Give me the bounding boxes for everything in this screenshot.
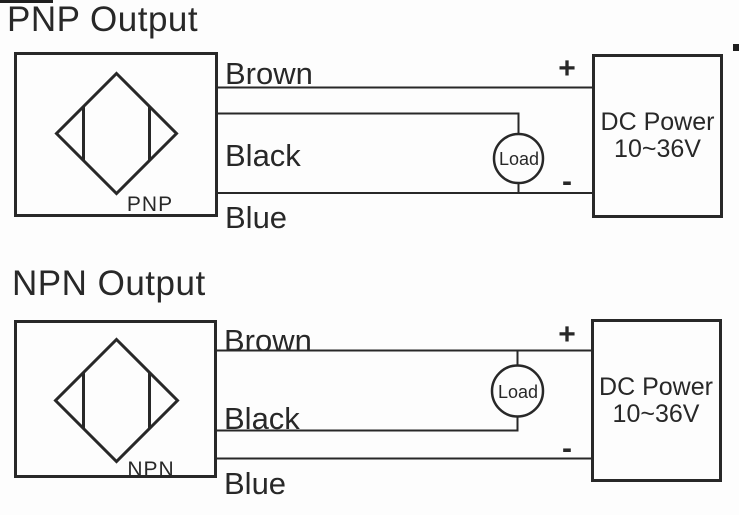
npn-sensor-box — [14, 320, 217, 478]
npn-blue-wire-label: Blue — [224, 466, 287, 501]
npn-title: NPN Output — [12, 264, 206, 303]
image-artifact-top-left — [0, 0, 53, 3]
npn-dc-power-box — [591, 319, 722, 482]
npn-sensor-symbol — [53, 337, 180, 464]
npn-sensor-diamond-icon — [53, 337, 180, 464]
pnp-black-wire — [217, 112, 520, 135]
pnp-blue-wire-label: Blue — [225, 200, 288, 235]
pnp-title: PNP Output — [7, 0, 199, 39]
pnp-black-wire-label: Black — [225, 138, 301, 173]
pnp-positive-terminal-label: + — [558, 52, 576, 85]
pnp-dc-power-voltage: 10~36V — [614, 135, 701, 163]
npn-brown-wire-label: Brown — [224, 323, 312, 358]
pnp-dc-power-box — [592, 54, 723, 218]
npn-positive-terminal-label: + — [558, 318, 576, 351]
pnp-circuit — [14, 52, 723, 218]
npn-black-wire-label: Black — [224, 401, 300, 436]
npn-dc-power-label: DC Power 10~36V — [590, 374, 722, 428]
pnp-sensor-box — [14, 52, 218, 217]
npn-circuit — [14, 319, 722, 482]
npn-negative-terminal-label: - — [562, 432, 572, 465]
pnp-load-label: Load — [498, 149, 540, 169]
pnp-sensor-type-label: PNP — [126, 193, 174, 216]
pnp-sensor-symbol — [54, 71, 179, 196]
pnp-brown-wire-label: Brown — [225, 56, 313, 91]
npn-dc-power-voltage: 10~36V — [612, 400, 700, 428]
npn-dc-power-name: DC Power — [599, 373, 713, 401]
pnp-dc-power-label: DC Power 10~36V — [592, 109, 723, 163]
image-artifact-top-right — [733, 44, 739, 51]
pnp-negative-terminal-label: - — [562, 165, 572, 198]
pnp-sensor-diamond-icon — [54, 71, 179, 196]
npn-load-label: Load — [497, 382, 539, 402]
npn-black-wire — [216, 416, 519, 432]
npn-sensor-type-label: NPN — [127, 458, 175, 481]
pnp-dc-power-name: DC Power — [600, 108, 715, 136]
